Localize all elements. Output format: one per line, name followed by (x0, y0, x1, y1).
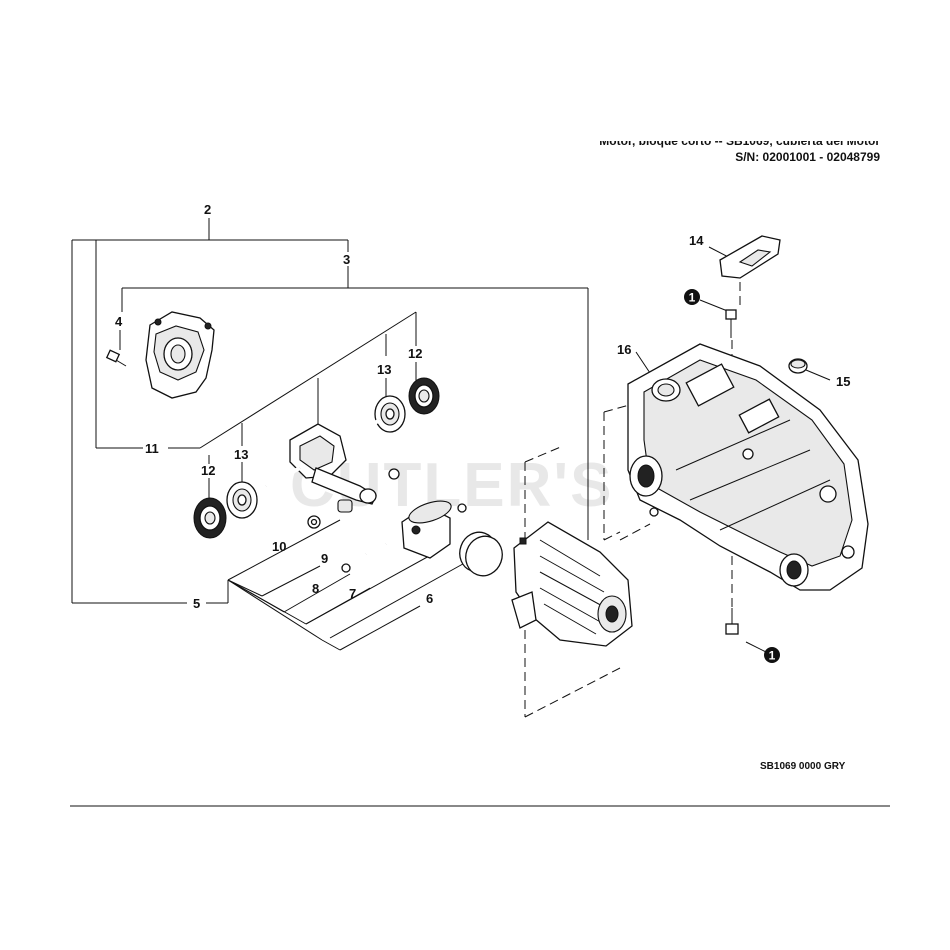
part-seal-upper (408, 377, 440, 415)
part-screw-upper (725, 309, 737, 338)
callout-1-upper-label: 1 (689, 291, 696, 305)
part-piston (401, 500, 452, 559)
callout-14: 14 (689, 233, 704, 248)
callout-1-lower: 1 (764, 647, 780, 663)
callout-5: 5 (193, 596, 200, 611)
part-screw-lower (725, 608, 739, 635)
callout-9: 9 (321, 551, 328, 566)
callout-12-upper: 12 (408, 346, 422, 361)
diagram-title: Motor, bloque corto -- SB1069, cubierta … (599, 134, 880, 148)
callout-13-lower: 13 (234, 447, 248, 462)
callout-3: 3 (343, 252, 350, 267)
diagram-code: SB1069 0000 GRY (760, 761, 846, 772)
part-engine-housing (627, 343, 869, 591)
callout-16: 16 (617, 342, 631, 357)
part-circlip-8 (341, 503, 467, 573)
part-crankshaft (265, 418, 381, 505)
callout-1-lower-label: 1 (769, 649, 776, 663)
leader-lines (71, 218, 831, 653)
callout-labels: 2 3 4 11 13 12 12 13 10 9 8 7 6 5 14 16 … (115, 202, 850, 611)
part-plug-15 (788, 358, 808, 374)
callout-13-upper: 13 (377, 362, 391, 377)
callout-12-lower: 12 (201, 463, 215, 478)
callout-4: 4 (115, 314, 123, 329)
callout-6: 6 (426, 591, 433, 606)
part-piston-rings (459, 531, 503, 577)
callout-8: 8 (312, 581, 319, 596)
part-needle-bearing-9 (337, 468, 400, 513)
part-crankcase-half (145, 311, 215, 399)
serial-number-range: S/N: 02001001 - 02048799 (735, 150, 880, 164)
callout-2: 2 (204, 202, 211, 217)
part-piston-pin-7 (364, 540, 388, 558)
callout-10: 10 (272, 539, 286, 554)
part-screw-4 (105, 349, 127, 367)
part-cylinder (511, 521, 633, 647)
callout-7: 7 (349, 586, 356, 601)
callout-11: 11 (145, 441, 159, 456)
part-seal-lower (193, 497, 227, 539)
part-handle-14 (719, 235, 781, 279)
callout-15: 15 (836, 374, 850, 389)
part-bearing-upper (374, 395, 406, 433)
part-washer-10 (307, 515, 321, 529)
callout-1-upper: 1 (684, 289, 700, 305)
part-bearing-lower (226, 481, 258, 519)
